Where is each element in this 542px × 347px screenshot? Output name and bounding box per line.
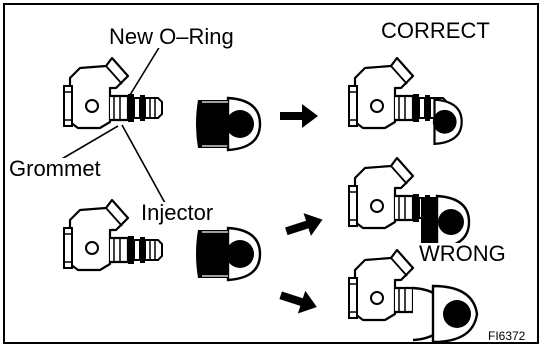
- injector-assembled-wrong-1: [347, 156, 471, 250]
- label-new-o-ring: New O–Ring: [108, 24, 235, 49]
- label-correct: CORRECT: [380, 18, 491, 43]
- injector-assembled-correct: [347, 56, 463, 146]
- label-wrong: WRONG: [418, 241, 507, 266]
- arrow-lower-wrong: [276, 283, 321, 319]
- figure-code: FI6372: [488, 329, 526, 343]
- injector-assembled-wrong-2: [347, 248, 479, 344]
- arrow-upper-wrong: [282, 208, 327, 243]
- label-injector: Injector: [140, 200, 215, 225]
- label-grommet: Grommet: [8, 156, 102, 181]
- arrow-correct: [280, 104, 318, 128]
- injector-top-left: [62, 56, 163, 130]
- grommet-bottom: [194, 226, 262, 282]
